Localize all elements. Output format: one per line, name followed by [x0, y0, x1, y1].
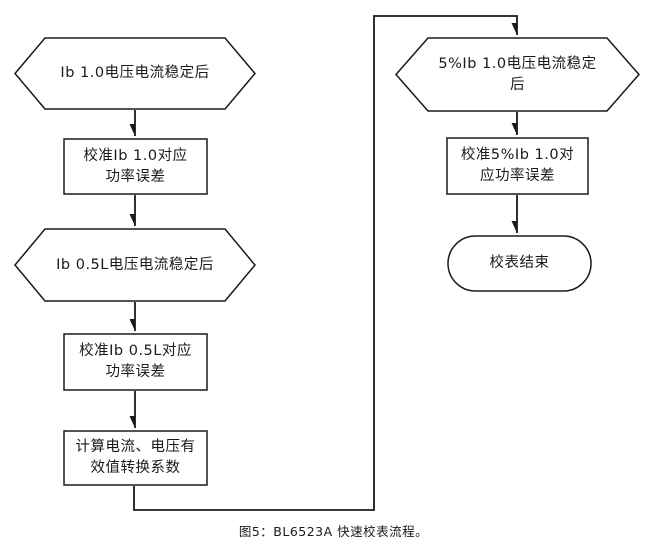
hexagon-shape: [395, 37, 640, 112]
node-label: 校准5%Ib 1.0对 应功率误差: [460, 147, 575, 184]
node-label: 校准Ib 1.0对应 功率误差: [83, 147, 188, 185]
node-cal-ib10-process: 校准Ib 1.0对应 功率误差: [63, 138, 208, 195]
rect-shape: [63, 430, 208, 486]
node-label: Ib 0.5L电压电流稳定后: [56, 256, 214, 273]
node-calc-rms-coeff-process: 计算电流、电压有 效值转换系数: [63, 430, 208, 486]
node-ib05l-stable-hexagon: Ib 0.5L电压电流稳定后: [14, 228, 256, 302]
node-label: 校准Ib 0.5L对应 功率误差: [79, 343, 192, 380]
node-label: Ib 1.0电压电流稳定后: [60, 65, 210, 81]
node-ib10-stable-hexagon: Ib 1.0电压电流稳定后: [14, 37, 256, 110]
node-5ib10-stable-hexagon: 5%Ib 1.0电压电流稳定 后: [395, 37, 640, 112]
connector-rect3-to-hex3: [133, 15, 518, 511]
rect-shape: [446, 137, 589, 195]
node-label: 校表结束: [489, 255, 550, 271]
hexagon-shape: [14, 228, 256, 302]
node-cal-ib05l-process: 校准Ib 0.5L对应 功率误差: [63, 333, 208, 391]
rect-shape: [63, 333, 208, 391]
node-label: 5%Ib 1.0电压电流稳定 后: [438, 55, 597, 93]
node-end-terminator: 校表结束: [447, 235, 592, 292]
node-label: 计算电流、电压有 效值转换系数: [75, 439, 196, 476]
figure-caption: 图5：BL6523A 快速校表流程。: [238, 524, 429, 539]
rect-shape: [63, 138, 208, 195]
stadium-shape: [447, 235, 592, 292]
node-cal-5ib10-process: 校准5%Ib 1.0对 应功率误差: [446, 137, 589, 195]
hexagon-shape: [14, 37, 256, 110]
